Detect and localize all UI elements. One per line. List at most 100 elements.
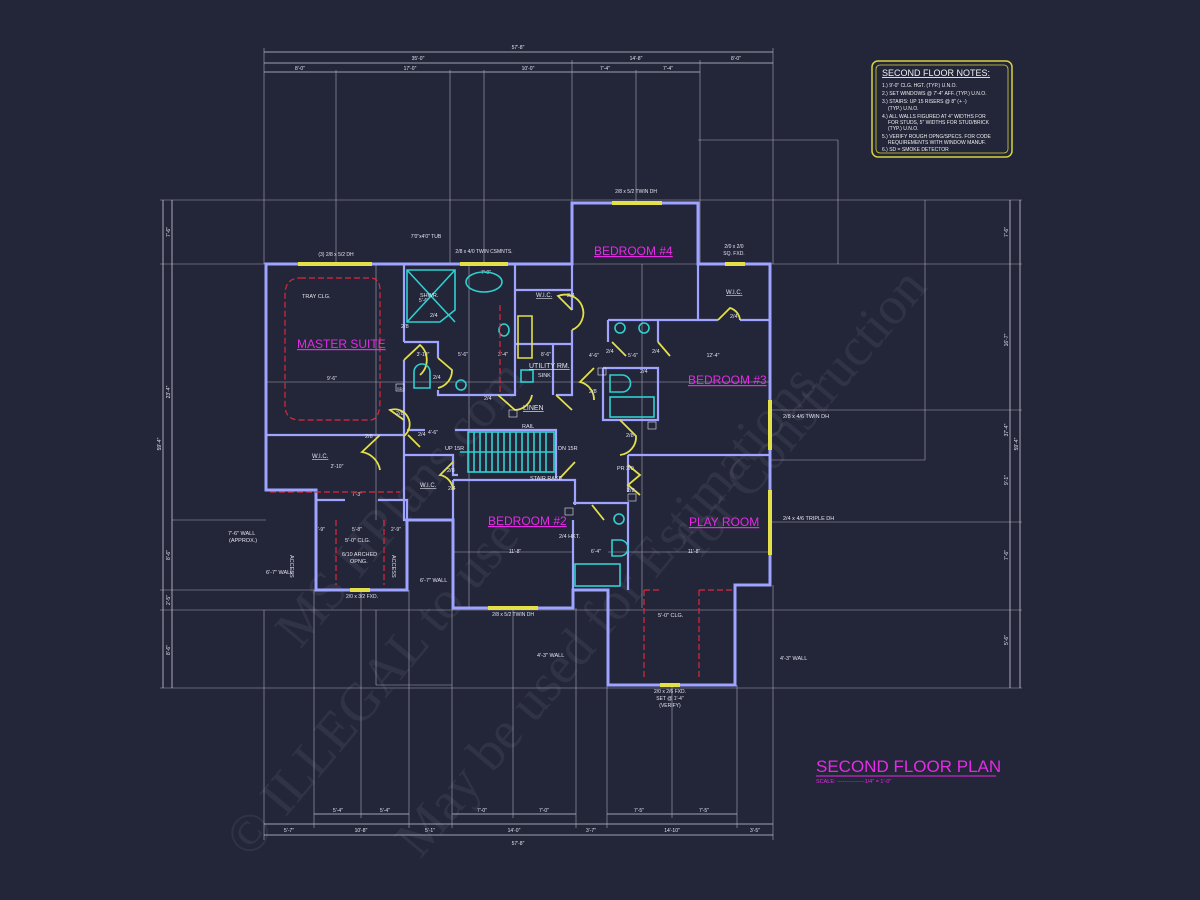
plan-label: 2/0 x 3/2 FXD. [346,594,378,600]
plan-label: 12'-4" [707,353,720,359]
plan-label: LINEN [523,405,544,412]
plan-label: 6'-7" WALL [420,578,447,584]
plan-label: W.I.C. [536,293,553,299]
plan-shape [619,419,637,456]
plan-shape [284,277,381,421]
plan-label: 5'-1" [425,828,435,834]
smoke-detector-icon [395,383,405,392]
plan-label: 57'-8" [512,45,525,51]
plan-label: (TYP.) U.N.O. [888,126,918,132]
plan-label: 2/8 x 5/2 TWIN DH [615,189,657,195]
plan-label: 1.) 9'-0" CLG. HGT. (TYP.) U.N.O. [882,83,957,89]
plan-label: SET @ 1'-4" [656,696,684,702]
plan-line [436,264,517,397]
plan-shape [407,434,421,448]
plan-label: 7'-6" [1004,227,1010,237]
plan-label: (VERIFY) [659,703,681,709]
exterior-wall [264,201,772,687]
toilet [609,374,632,393]
plan-line [402,435,453,522]
plan-label: 7'-6" WALL [228,531,255,537]
smoke-detector-icon [564,507,574,516]
plan-label: UTILITY RM. [529,363,570,370]
plan-line [404,453,458,477]
plan-label: FOR STUDS, 5" WIDTHS FOR STUD/BRICK [888,120,990,126]
sink [638,322,650,334]
plan-shape [438,461,454,491]
second-floor-notes: SECOND FLOOR NOTES: 1.) 9'-0" CLG. HGT. … [871,60,1013,158]
room-master-suite: MASTER SUITE [297,337,386,351]
plan-line [601,366,660,422]
plan-shape [555,394,573,411]
plan-shape [611,341,627,357]
doors [360,293,741,521]
plan-label: 59'-4" [1014,437,1020,450]
plan-label: 6/10 ARCHED [342,552,377,558]
plan-shape [657,341,671,357]
plan-label: RAIL [522,424,534,430]
plan-label: 7'-4" [600,66,610,72]
plan-label: 8'-0" [295,66,305,72]
bathtub [465,271,503,293]
plan-label: ACCESS [288,555,294,578]
plan-label: 7'-0" [539,808,549,814]
sink [614,322,626,334]
plan-label: 5'-7" [284,828,294,834]
plan-label: 5'-6" [458,352,468,358]
shower [406,269,456,323]
plan-label: 5'-8" [352,527,362,533]
plan-shape [626,464,642,496]
plan-label: 2/8 x 5/2 TWIN DH [492,612,534,618]
plan-label: 37'-4" [1004,423,1010,436]
plan-label: DN 15R [558,446,578,452]
plan-label: 59'-4" [157,437,163,450]
plan-label: 4'-6" [428,430,438,436]
plan-label: 5'-4" [380,808,390,814]
plan-label: 2/4 [430,313,438,319]
plan-label: SINK [538,373,551,379]
sink [613,513,625,525]
plan-label: SHWR. [420,293,439,299]
toilet [611,539,629,557]
ceiling-lines [270,277,733,680]
plan-label: 5'-6" [1004,635,1010,645]
plan-label: 8'-0" [731,56,741,62]
plan-label: 4'-6" [589,353,599,359]
plan-label: (APPROX.) [229,538,257,544]
plan-line [455,428,558,478]
plan-line [573,501,630,590]
smoke-detector-icon [597,367,607,376]
plan-label: SQ. FXD. [723,251,744,257]
plan-label: 17'-0" [404,66,417,72]
plan-label: 7'-6" [166,227,172,237]
plan-label: 8'-6" [166,645,172,655]
plan-shape [717,306,741,321]
plan-label: 8'-6" [541,352,551,358]
plan-line [404,340,440,358]
plan-label: 11'-8" [509,549,522,555]
plan-label: 7'-5" [699,808,709,814]
plan-label: 5'-0" CLG. [345,538,371,544]
plan-label: 2/4 [652,349,660,355]
plan-label: 5'-6" [419,298,429,304]
plan-line [556,330,574,397]
plan-shape [556,293,585,331]
plan-label: 2/4 [484,396,492,402]
plan-label: 2.) SET WINDOWS @ 7'-4" AFF. (TYP.) U.N.… [882,91,987,97]
plan-line [453,478,577,505]
plan-shape [437,357,453,389]
plan-label: 2/4 HKT. [559,534,581,540]
sink [498,323,510,337]
plan-shape [559,461,576,479]
plan-label: 23'-4" [166,385,172,398]
plan-label: 2/4 [640,369,648,375]
plan-label: 3'-5" [750,828,760,834]
plan-label: 2/4 [433,375,441,381]
plan-label: 2/8 [589,389,597,395]
plan-label: 2/8 [401,324,409,330]
plan-label: 16'-7" [1004,333,1010,346]
door-labels: 2/4 2/8 2/8 2/4 2/4 2/4 2/4 2/8 2/4 2/8 … [365,293,738,494]
plan-label: 10'-0" [522,66,535,72]
plan-label: 2/8 x 4/0 TWIN CSMNTS. [455,249,512,255]
